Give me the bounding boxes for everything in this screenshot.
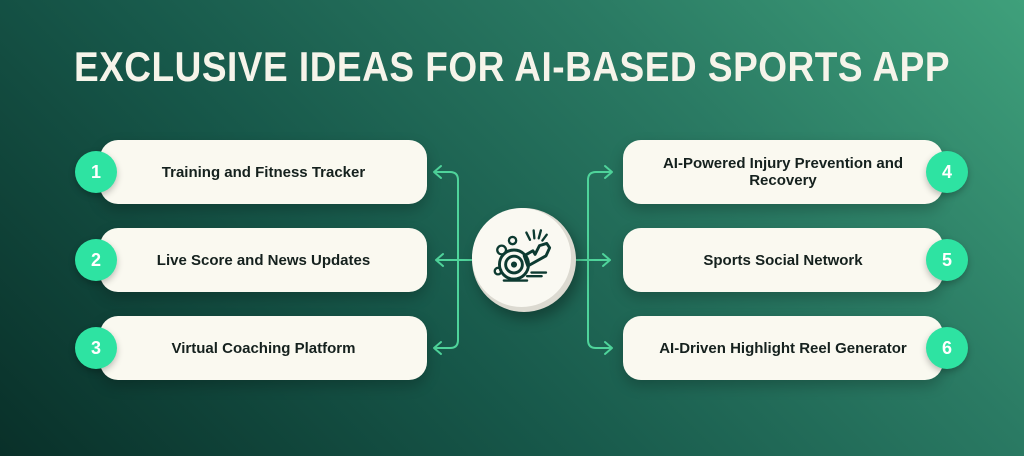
- idea-card-6-label: AI-Driven Highlight Reel Generator: [659, 339, 907, 357]
- idea-card-2: Live Score and News Updates: [100, 228, 427, 292]
- idea-card-3-label: Virtual Coaching Platform: [171, 339, 356, 357]
- center-medallion-face: [472, 208, 571, 307]
- number-badge-3: 3: [75, 327, 117, 369]
- number-badge-5: 5: [926, 239, 968, 281]
- idea-card-5: Sports Social Network: [623, 228, 943, 292]
- idea-card-1: Training and Fitness Tracker: [100, 140, 427, 204]
- number-badge-4: 4: [926, 151, 968, 193]
- idea-card-6: AI-Driven Highlight Reel Generator: [623, 316, 943, 380]
- number-badge-1: 1: [75, 151, 117, 193]
- idea-card-3: Virtual Coaching Platform: [100, 316, 427, 380]
- whistle-icon: [493, 228, 551, 282]
- idea-card-2-label: Live Score and News Updates: [156, 251, 371, 269]
- idea-card-1-label: Training and Fitness Tracker: [161, 163, 366, 181]
- idea-card-4-label: AI-Powered Injury Prevention and Recover…: [662, 155, 904, 189]
- idea-card-4: AI-Powered Injury Prevention and Recover…: [623, 140, 943, 204]
- page-title: EXCLUSIVE IDEAS FOR AI-BASED SPORTS APP: [73, 44, 951, 90]
- number-badge-2: 2: [75, 239, 117, 281]
- idea-card-5-label: Sports Social Network: [703, 251, 863, 269]
- center-medallion: [472, 208, 576, 312]
- number-badge-6: 6: [926, 327, 968, 369]
